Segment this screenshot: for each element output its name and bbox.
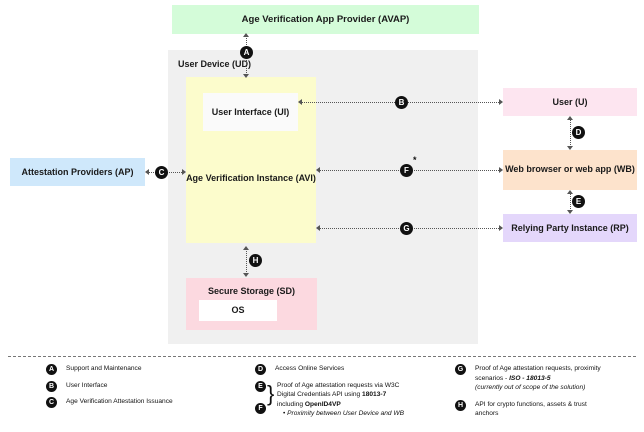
legend-text-ef-line3: including OpenID4VP [277,400,455,410]
node-attestation-providers-label: Attestation Providers (AP) [21,166,134,177]
legend-item-h[interactable]: H API for crypto functions, assets & tru… [455,399,640,419]
legend-g-line2-prefix: scenarios - [475,374,510,382]
legend-text-c: Age Verification Attestation Issuance [66,398,173,406]
connector-d-arrow-down [567,146,573,150]
legend-badge-h: H [455,399,466,411]
connector-marker-h-label: H [252,256,259,265]
connector-marker-h[interactable]: H [249,254,262,267]
connector-marker-g-label: G [403,224,410,233]
connector-e-arrow-up [567,190,573,194]
connector-f-arrow-left [316,167,320,173]
legend-text-ef-line2: Digital Credentials API using 18013-7 [277,390,455,400]
connector-d-arrow-up [567,116,573,120]
connector-a-arrow-down [243,74,249,78]
legend-ef-bullet-text: Proximity between User Device and WB [287,410,405,418]
connector-d-line [570,119,571,147]
connector-h-arrow-up [243,246,249,250]
legend-text-ef-bullet: • Proximity between User Device and WB [283,410,405,418]
connector-marker-c[interactable]: C [155,166,168,179]
connector-f-arrow-right [499,167,503,173]
connector-marker-c-label: C [158,168,165,177]
legend-text-h-line2: anchors [475,410,499,418]
legend-ef-line2-bold: 18013-7 [362,391,387,399]
connector-marker-d-label: D [575,128,582,137]
node-os-label: OS [231,305,245,316]
node-user[interactable]: User (U) [503,88,637,116]
connector-h-line [246,249,247,274]
legend-text-d: Access Online Services [275,365,345,372]
connector-h-arrow-down [243,273,249,277]
legend-badge-f: F [255,402,266,414]
legend-item-ef[interactable]: E F } Proof of Age attestation requests … [255,380,455,419]
legend-divider [8,356,636,357]
connector-c-arrow-right [182,169,186,175]
legend-text-ef: Proof of Age attestation requests via W3… [277,381,455,419]
node-user-label: User (U) [552,96,588,107]
legend-ef-line3-prefix: including [277,400,305,408]
connector-marker-a[interactable]: A [240,46,253,59]
node-secure-storage-label: Secure Storage (SD) [207,286,296,296]
legend-item-g[interactable]: G Proof of Age attestation requests, pro… [455,364,640,393]
legend-item-d[interactable]: D Access Online Services [255,364,455,375]
node-os[interactable]: OS [199,300,277,321]
legend-column-3: G Proof of Age attestation requests, pro… [455,364,640,426]
connector-marker-e-label: E [575,197,582,206]
node-relying-party-label: Relying Party Instance (RP) [511,222,629,233]
connector-marker-b-label: B [398,98,405,107]
connector-g-arrow-left [316,225,320,231]
legend-text-b: User Interface [66,381,108,389]
connector-marker-a-label: A [243,48,250,57]
connector-marker-f-label: F [404,166,409,175]
connector-a-arrow-up [243,33,249,37]
legend-badge-e: E [255,380,266,392]
legend-badge-g: G [455,364,466,375]
legend-text-g-line2: scenarios - ISO - 18013-5 [475,374,640,384]
legend-text-g: Proof of Age attestation requests, proxi… [475,364,640,393]
node-attestation-providers[interactable]: Attestation Providers (AP) [10,158,145,186]
connector-b-arrow-left [298,99,302,105]
legend-g-line2-bold: ISO - 18013-5 [509,374,551,382]
node-secure-storage[interactable]: Secure Storage (SD) OS [186,278,317,330]
connector-marker-d[interactable]: D [572,126,585,139]
connector-c-arrow-left [145,169,149,175]
connector-g-arrow-right [499,225,503,231]
legend-text-g-line1: Proof of Age attestation requests, proxi… [475,365,601,372]
connector-marker-e[interactable]: E [572,195,585,208]
connector-f-asterisk: * [413,155,417,165]
node-user-interface[interactable]: User Interface (UI) [203,93,298,131]
connector-e-arrow-down [567,210,573,214]
node-avi-label: Age Verification Instance (AVI) [186,173,316,183]
legend-text-h: API for crypto functions, assets & trust… [475,400,640,419]
legend-ef-line2-prefix: Digital Credentials API using [277,391,363,399]
node-avap-label: Age Verification App Provider (AVAP) [241,13,410,25]
legend-badge-a: A [46,364,57,375]
legend-text-h-line1: API for crypto functions, assets & trust [475,400,587,408]
legend-text-g-line3: (currently out of scope of the solution) [475,384,586,392]
node-user-device-label: User Device (UD) [178,59,252,69]
connector-marker-b[interactable]: B [395,96,408,109]
connector-marker-g[interactable]: G [400,222,413,235]
legend-ef-line3-bold: OpenID4VP [304,400,341,408]
legend-badge-d: D [255,364,266,375]
connector-marker-f[interactable]: F [400,164,413,177]
legend-text-a: Support and Maintenance [66,365,142,372]
legend-column-1: A Support and Maintenance B User Interfa… [46,364,246,414]
node-relying-party[interactable]: Relying Party Instance (RP) [503,214,637,242]
legend-badge-b: B [46,380,57,392]
legend-item-a[interactable]: A Support and Maintenance [46,364,246,375]
legend-badge-c: C [46,397,57,409]
legend-column-2: D Access Online Services E F } Proof of … [255,364,455,426]
node-avap[interactable]: Age Verification App Provider (AVAP) [172,5,479,34]
legend-item-c[interactable]: C Age Verification Attestation Issuance [46,397,246,409]
node-web-browser[interactable]: Web browser or web app (WB) [503,150,637,190]
legend-item-b[interactable]: B User Interface [46,380,246,392]
node-web-browser-label: Web browser or web app (WB) [505,164,635,175]
legend: A Support and Maintenance B User Interfa… [0,364,644,432]
legend-brace-icon: } [267,380,275,406]
legend-text-ef-line1: Proof of Age attestation requests via W3… [277,381,400,389]
connector-b-arrow-right [499,99,503,105]
node-user-interface-label: User Interface (UI) [211,106,290,117]
connector-e-line [570,193,571,211]
